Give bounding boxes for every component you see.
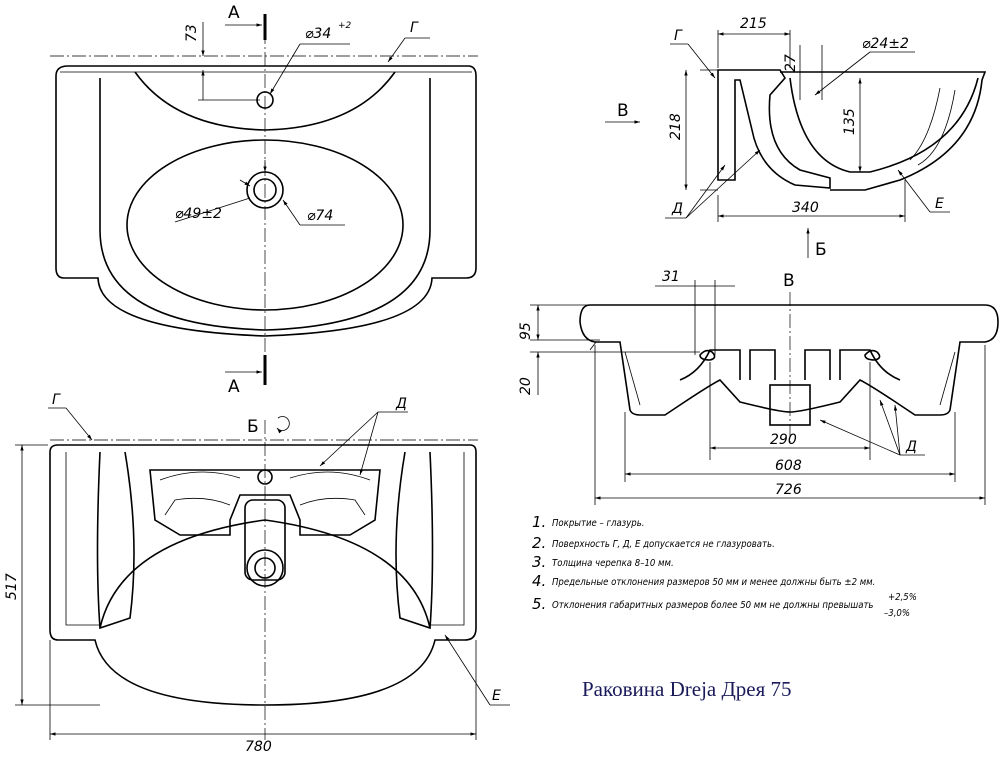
view-mark-v: В	[617, 101, 629, 121]
bottom-surface-d: Д	[395, 396, 407, 412]
note-number: 2.	[532, 534, 546, 552]
bottom-bowl-arc	[99, 519, 431, 629]
dim-20: 20	[518, 377, 534, 395]
section-surface-d: Д	[671, 201, 683, 217]
bottom-view: Б Г Д 517 780 Е	[4, 392, 510, 755]
front-drain	[769, 384, 811, 426]
dim-290: 290	[770, 432, 797, 448]
notes: 1. Покрытие – глазурь. 2. Поверхность Г,…	[532, 513, 917, 619]
bottom-view-mark-b: Б	[247, 417, 259, 437]
bottom-tap-deck	[149, 469, 381, 536]
plan-view: ⌀49±2 ⌀74 73 А А ⌀34 +2 Г	[50, 3, 478, 397]
section-surface-e: Е	[935, 196, 944, 212]
note-text: Покрытие – глазурь.	[552, 518, 644, 529]
note-5: 5. Отклонения габаритных размеров более …	[532, 592, 917, 619]
view-mark-b: Б	[815, 240, 827, 260]
dim-517: 517	[4, 573, 20, 600]
front-outline	[579, 304, 999, 416]
dim-bowl-depth: 135	[842, 108, 858, 135]
bottom-drain-outer	[246, 549, 284, 587]
dim-31: 31	[662, 269, 680, 285]
note-5-tolerance-plus: +2,5%	[888, 592, 917, 603]
dim-drain-outer: ⌀74	[307, 208, 333, 224]
plan-rim	[99, 78, 431, 331]
dim-section-depth: 340	[792, 200, 819, 216]
dim-tap-hole: ⌀34	[305, 26, 331, 42]
dim-overflow: ⌀24±2	[862, 36, 909, 52]
front-view-mark-v: В	[783, 271, 795, 291]
dim-27: 27	[783, 54, 799, 72]
section-view: 215 27 ⌀24±2 218 135 340 Г В Д Е	[605, 16, 987, 260]
surface-label-g: Г	[410, 20, 419, 36]
bottom-surface-e: Е	[492, 688, 501, 704]
section-hatched-body	[717, 69, 831, 189]
bottom-drain-inner	[254, 557, 276, 579]
note-4: 4. Предельные отклонения размеров 50 мм …	[532, 572, 875, 590]
section-mark-a-bottom: А	[228, 377, 240, 397]
note-1: 1. Покрытие – глазурь.	[532, 513, 644, 531]
plan-outline	[55, 65, 477, 337]
rotation-icon	[276, 416, 290, 434]
dim-95: 95	[518, 322, 534, 340]
drawing-title: Раковина Dreja Дрея 75	[582, 677, 792, 701]
bottom-tap-hole	[257, 469, 273, 485]
dim-drain-inner: ⌀49±2	[175, 206, 222, 222]
bottom-outline	[49, 444, 477, 706]
drain-inner	[253, 178, 277, 202]
dim-tap-hole-tolerance: +2	[338, 21, 352, 31]
note-number: 5.	[532, 595, 546, 613]
bottom-drain-column	[244, 499, 286, 581]
note-2: 2. Поверхность Г, Д, Е допускается не гл…	[532, 534, 775, 552]
section-bowl-outer	[780, 71, 987, 191]
note-number: 3.	[532, 553, 546, 571]
note-text: Предельные отклонения размеров 50 мм и м…	[552, 577, 875, 588]
bottom-surface-g: Г	[52, 392, 61, 408]
note-number: 1.	[532, 513, 546, 531]
note-text: Толщина черепка 8–10 мм.	[552, 558, 674, 569]
plan-tap-deck	[134, 71, 396, 131]
dim-780: 780	[245, 739, 272, 755]
dim-608: 608	[775, 458, 802, 474]
note-number: 4.	[532, 572, 546, 590]
section-bowl-inner	[789, 77, 979, 173]
plan-bowl	[126, 139, 404, 311]
note-text: Поверхность Г, Д, Е допускается не глазу…	[552, 539, 775, 550]
dim-section-width-top: 215	[740, 16, 767, 32]
dim-section-height: 218	[668, 113, 684, 140]
front-surface-d: Д	[905, 439, 917, 455]
dim-tap-offset: 73	[184, 24, 200, 42]
front-view: 95 20 31 В 290 608 726 Д	[518, 269, 999, 505]
dim-726: 726	[775, 482, 802, 498]
note-3: 3. Толщина черепка 8–10 мм.	[532, 553, 674, 571]
note-text: Отклонения габаритных размеров более 50 …	[552, 600, 873, 611]
section-mark-a-top: А	[228, 3, 240, 23]
note-5-tolerance-minus: –3,0%	[884, 608, 910, 619]
section-surface-g: Г	[674, 28, 683, 44]
